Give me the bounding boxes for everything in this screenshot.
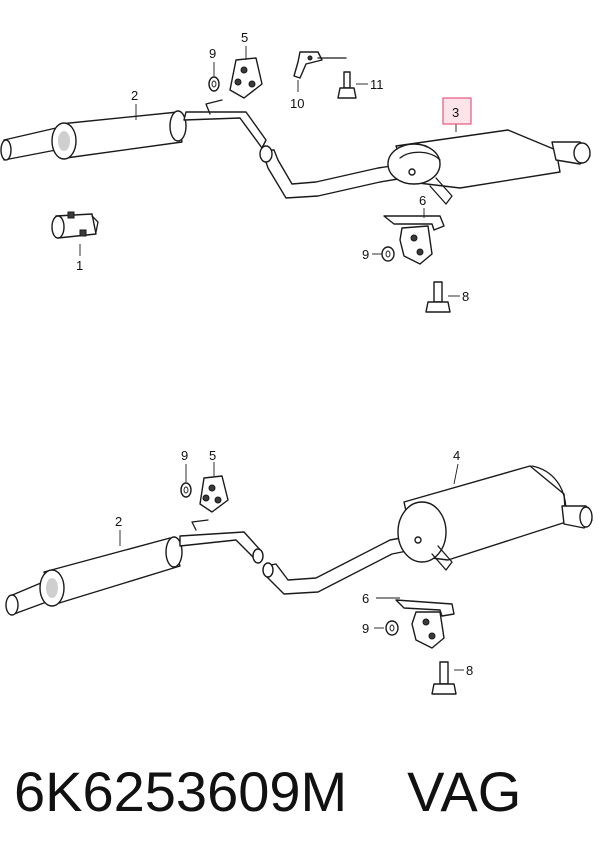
- top-screw: [425, 281, 451, 313]
- top-front-pipe: [3, 127, 57, 161]
- bottom-callout-5: 5: [209, 448, 216, 463]
- bottom-callout-6: 6: [362, 591, 369, 606]
- top-exhaust-assembly: [0, 99, 591, 205]
- bottom-screw: [431, 661, 457, 695]
- top-callout-10: 10: [290, 96, 304, 111]
- pipe-clamp: [51, 211, 99, 239]
- part-number: 6K6253609M: [14, 760, 348, 823]
- bottom-rear-muffler: [397, 465, 593, 571]
- top-callout-8: 8: [462, 289, 469, 304]
- top-middle-muffler: [59, 111, 183, 159]
- highlight-box: [442, 97, 472, 125]
- top-retaining-ring: [208, 76, 220, 92]
- top-callout-2: 2: [131, 88, 138, 103]
- bottom-middle-muffler: [43, 537, 181, 605]
- top-rubber-mount: [229, 57, 263, 99]
- brand-name: VAG: [407, 760, 522, 823]
- bottom-retaining-ring-right: [385, 620, 399, 636]
- top-connecting-pipe: [183, 111, 267, 149]
- bottom-connecting-pipe: [179, 531, 263, 561]
- top-rear-muffler: [387, 129, 591, 205]
- top-callout-3: 3: [452, 105, 459, 120]
- top-callout-11: 11: [370, 77, 384, 92]
- bottom-mount-bracket: [395, 599, 455, 649]
- top-callout-6: 6: [419, 193, 426, 208]
- top-mount-bracket: [383, 215, 445, 265]
- top-callout-5: 5: [241, 30, 248, 45]
- bottom-callout-8: 8: [466, 663, 473, 678]
- top-bracket: [293, 51, 347, 79]
- bottom-callout-9-right: 9: [362, 621, 369, 636]
- bottom-callout-9: 9: [181, 448, 188, 463]
- bottom-callout-2: 2: [115, 514, 122, 529]
- top-callout-1: 1: [76, 258, 83, 273]
- bottom-callout-4: 4: [453, 448, 460, 463]
- top-callout-9-right: 9: [362, 247, 369, 262]
- bottom-retaining-ring: [180, 482, 192, 498]
- top-callout-9: 9: [209, 46, 216, 61]
- bottom-rubber-mount: [199, 475, 229, 513]
- top-bolt: [337, 71, 357, 99]
- part-number-footer: 6K6253609M VAG: [14, 752, 586, 832]
- bottom-exhaust-assembly: [5, 465, 593, 616]
- top-retaining-ring-right: [381, 246, 395, 262]
